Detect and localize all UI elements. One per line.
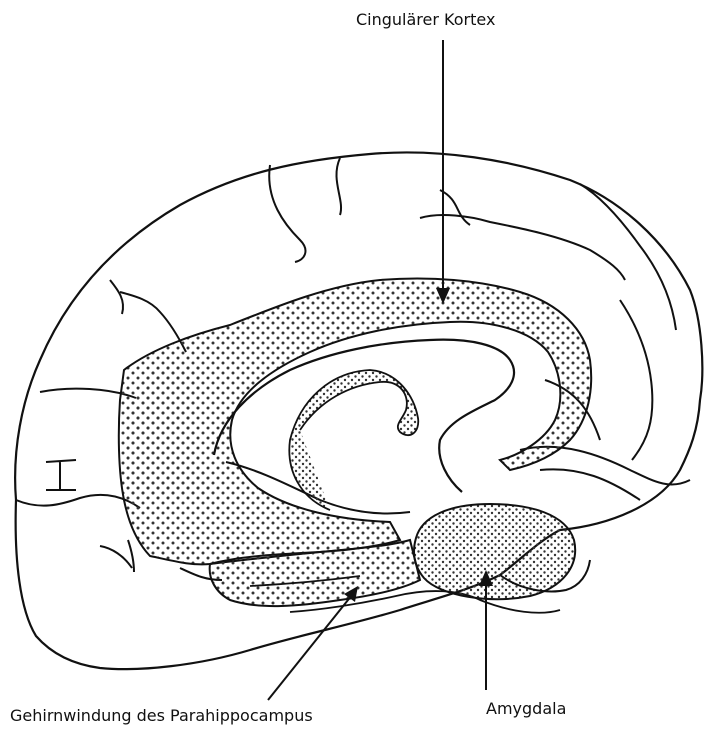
cingulate-cortex-label: Cingulärer Kortex [356,12,495,28]
amygdala-label: Amygdala [486,701,566,717]
amygdala [414,504,575,599]
parahippocampal-gyrus-label: Gehirnwindung des Parahippocampus [10,708,313,724]
